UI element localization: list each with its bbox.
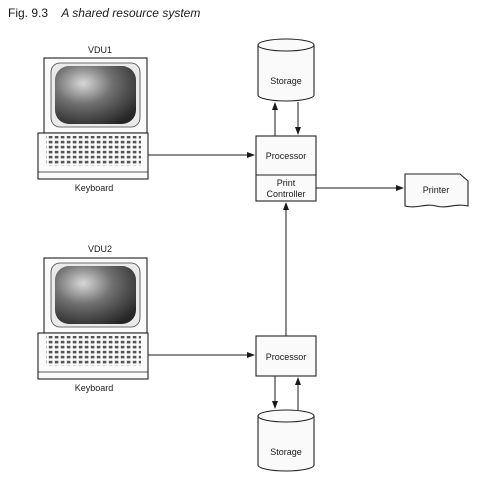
printer-icon: Printer xyxy=(404,173,469,208)
figure-caption: Fig. 9.3 A shared resource system xyxy=(8,6,200,20)
keyboard2-label: Keyboard xyxy=(74,383,114,393)
processor-bottom-label: Processor xyxy=(266,352,307,362)
keyboard2-icon xyxy=(37,332,149,380)
vdu2-label: VDU2 xyxy=(87,244,112,254)
storage-top-cylinder: Storage xyxy=(257,38,315,102)
processor-top-label: Processor xyxy=(266,151,307,161)
print-controller-label-line2: Controller xyxy=(266,189,305,199)
vdu1-label: VDU1 xyxy=(87,45,112,55)
storage-top-label: Storage xyxy=(270,76,302,86)
printer-label: Printer xyxy=(423,185,450,195)
keyboard1-icon xyxy=(37,132,149,180)
print-controller-label-line1: Print xyxy=(277,178,296,188)
keyboard1-label: Keyboard xyxy=(74,183,114,193)
processor-top-box: Processor Print Controller xyxy=(255,135,317,202)
vdu2-monitor-icon xyxy=(43,257,148,334)
storage-bottom-cylinder: Storage xyxy=(257,409,315,472)
processor-bottom-box: Processor xyxy=(255,335,317,377)
storage-bottom-label: Storage xyxy=(270,447,302,457)
vdu1-monitor-icon xyxy=(43,57,148,134)
figure-number: Fig. 9.3 xyxy=(8,6,49,20)
figure-title: A shared resource system xyxy=(61,6,201,20)
